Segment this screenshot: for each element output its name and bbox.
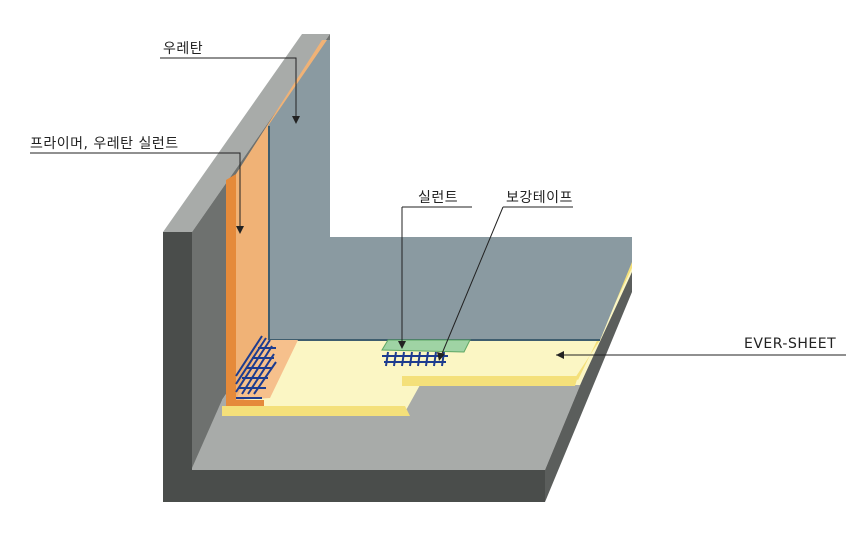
primer-layer: [226, 40, 327, 406]
leader-urethane: [160, 57, 297, 118]
label-sealant: 실런트: [418, 190, 459, 206]
leader-primer: [30, 152, 241, 228]
arrow-urethane: [292, 116, 300, 124]
floor-front-face: [163, 470, 545, 502]
arrow-ever-sheet: [556, 351, 564, 359]
label-ever-sheet: EVER-SHEET: [744, 336, 837, 352]
primer-orange-edge: [226, 174, 264, 406]
arrow-tape: [437, 352, 445, 361]
tape-mesh: [382, 351, 448, 367]
floor-side-face: [545, 260, 632, 502]
ever-sheet-edge-right: [402, 376, 578, 386]
urethane-wall-layer: [268, 40, 330, 340]
label-reinforcing-tape: 보강테이프: [506, 190, 573, 206]
arrow-sealant: [398, 341, 406, 349]
primer-floor-strip: [236, 340, 298, 400]
urethane-floor-layer: [270, 237, 632, 340]
leader-tape-drop: [440, 206, 504, 357]
arrowheads: [236, 116, 564, 361]
ever-sheet-surface: [226, 260, 632, 412]
label-urethane: 우레탄: [163, 41, 204, 57]
corner-mesh: [235, 335, 277, 399]
primer-light-face: [236, 40, 327, 400]
ever-sheet-layer: [222, 258, 632, 416]
wall-top-face: [163, 34, 330, 232]
label-primer-urethane-sealant: 프라이머, 우레탄 실런트: [30, 136, 179, 152]
arrow-primer: [236, 226, 244, 234]
ever-sheet-edge-front: [222, 406, 410, 416]
leader-lines: [30, 57, 846, 357]
sealant-strip: [381, 339, 471, 353]
wall-front-face: [163, 232, 192, 500]
